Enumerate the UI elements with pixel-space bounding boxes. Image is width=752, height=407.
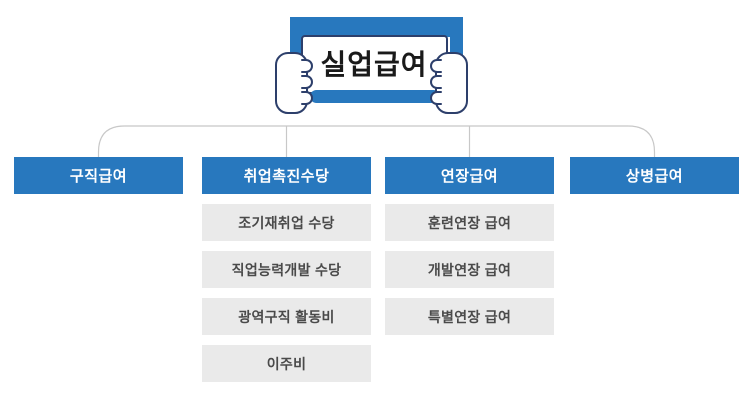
banner-title: 실업급여 — [320, 49, 427, 80]
hands-holding-sign-icon: 실업급여 — [275, 17, 468, 114]
sign-top-frame — [290, 17, 463, 37]
benefit-item-individual-extension: 개발연장 급여 — [385, 251, 554, 288]
benefit-item-training-extension: 훈련연장 급여 — [385, 204, 554, 241]
benefit-item-vocational-ability-development: 직업능력개발 수당 — [202, 251, 371, 288]
sign-left-frame — [290, 17, 303, 62]
column-sickness-benefit: 상병급여 — [570, 157, 739, 194]
header-employment-promotion-allowance: 취업촉진수당 — [202, 157, 371, 194]
benefit-item-wide-area-jobseeking-activity: 광역구직 활동비 — [202, 298, 371, 335]
column-jobseeker-benefit: 구직급여 — [14, 157, 183, 194]
column-extended-benefit: 연장급여 훈련연장 급여 개발연장 급여 특별연장 급여 — [385, 157, 554, 335]
sign-bottom-bar — [310, 90, 440, 103]
header-jobseeker-benefit: 구직급여 — [14, 157, 183, 194]
benefit-item-relocation: 이주비 — [202, 345, 371, 382]
right-hand-icon — [430, 52, 468, 114]
header-sickness-benefit: 상병급여 — [570, 157, 739, 194]
benefit-item-early-reemployment: 조기재취업 수당 — [202, 204, 371, 241]
left-hand-icon — [275, 52, 313, 114]
column-employment-promotion-allowance: 취업촉진수당 조기재취업 수당 직업능력개발 수당 광역구직 활동비 이주비 — [202, 157, 371, 382]
benefit-item-special-extension: 특별연장 급여 — [385, 298, 554, 335]
connector-main-path — [97, 125, 656, 158]
sign-right-frame — [450, 17, 463, 62]
header-extended-benefit: 연장급여 — [385, 157, 554, 194]
